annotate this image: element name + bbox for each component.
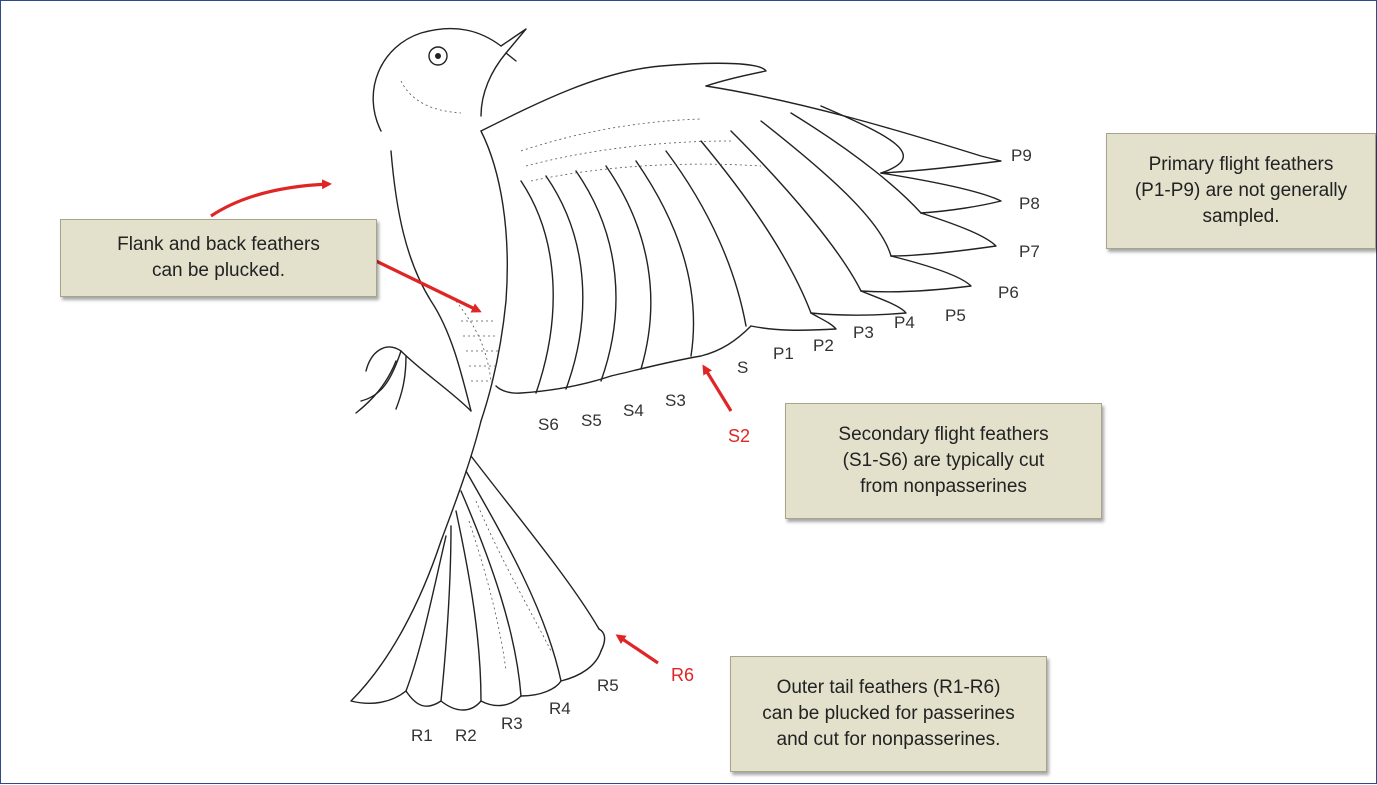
- label-p3: P3: [853, 323, 874, 342]
- bird-wing: [481, 63, 1001, 393]
- bird-foot: [356, 347, 471, 413]
- label-p2: P2: [813, 336, 834, 355]
- label-p4: P4: [894, 313, 915, 332]
- callout-flank-line1: Flank and back feathers: [117, 232, 320, 258]
- callout-secondary-line1: Secondary flight feathers: [838, 422, 1048, 448]
- bird-head: [373, 29, 526, 131]
- label-r1: R1: [411, 726, 433, 745]
- callout-flank-line2: can be plucked.: [117, 258, 320, 284]
- label-r6: R6: [671, 665, 694, 685]
- label-s: S: [737, 358, 748, 377]
- r6-arrow: [618, 636, 658, 663]
- callout-primary-line1: Primary flight feathers: [1135, 152, 1347, 178]
- label-p7: P7: [1019, 242, 1040, 261]
- callout-primary: Primary flight feathers (P1-P9) are not …: [1106, 133, 1376, 249]
- label-s3: S3: [665, 391, 686, 410]
- callout-flank-back: Flank and back feathers can be plucked.: [60, 219, 377, 297]
- callout-primary-line2: (P1-P9) are not generally: [1135, 178, 1347, 204]
- callout-secondary: Secondary flight feathers (S1-S6) are ty…: [785, 403, 1102, 519]
- callout-primary-line3: sampled.: [1135, 204, 1347, 230]
- label-r2: R2: [455, 726, 477, 745]
- flank-arrow-curved: [211, 184, 329, 216]
- label-r4: R4: [549, 699, 571, 718]
- label-p5: P5: [945, 306, 966, 325]
- label-r3: R3: [501, 714, 523, 733]
- callout-secondary-line3: from nonpasserines: [838, 474, 1048, 500]
- label-p9: P9: [1011, 146, 1032, 165]
- label-p1: P1: [773, 344, 794, 363]
- label-s6: S6: [538, 415, 559, 434]
- label-p8: P8: [1019, 194, 1040, 213]
- callout-tail-line1: Outer tail feathers (R1-R6): [762, 675, 1014, 701]
- callout-tail: Outer tail feathers (R1-R6) can be pluck…: [730, 656, 1047, 772]
- label-s2: S2: [728, 426, 750, 446]
- callout-secondary-line2: (S1-S6) are typically cut: [838, 448, 1048, 474]
- label-r5: R5: [597, 676, 619, 695]
- s2-arrow: [704, 367, 731, 411]
- label-s5: S5: [581, 411, 602, 430]
- flank-arrow-straight: [376, 261, 479, 311]
- callout-tail-line2: can be plucked for passerines: [762, 701, 1014, 727]
- callout-tail-line3: and cut for nonpasserines.: [762, 727, 1014, 753]
- label-p6: P6: [998, 283, 1019, 302]
- bird-tail: [351, 421, 605, 710]
- label-s4: S4: [623, 401, 644, 420]
